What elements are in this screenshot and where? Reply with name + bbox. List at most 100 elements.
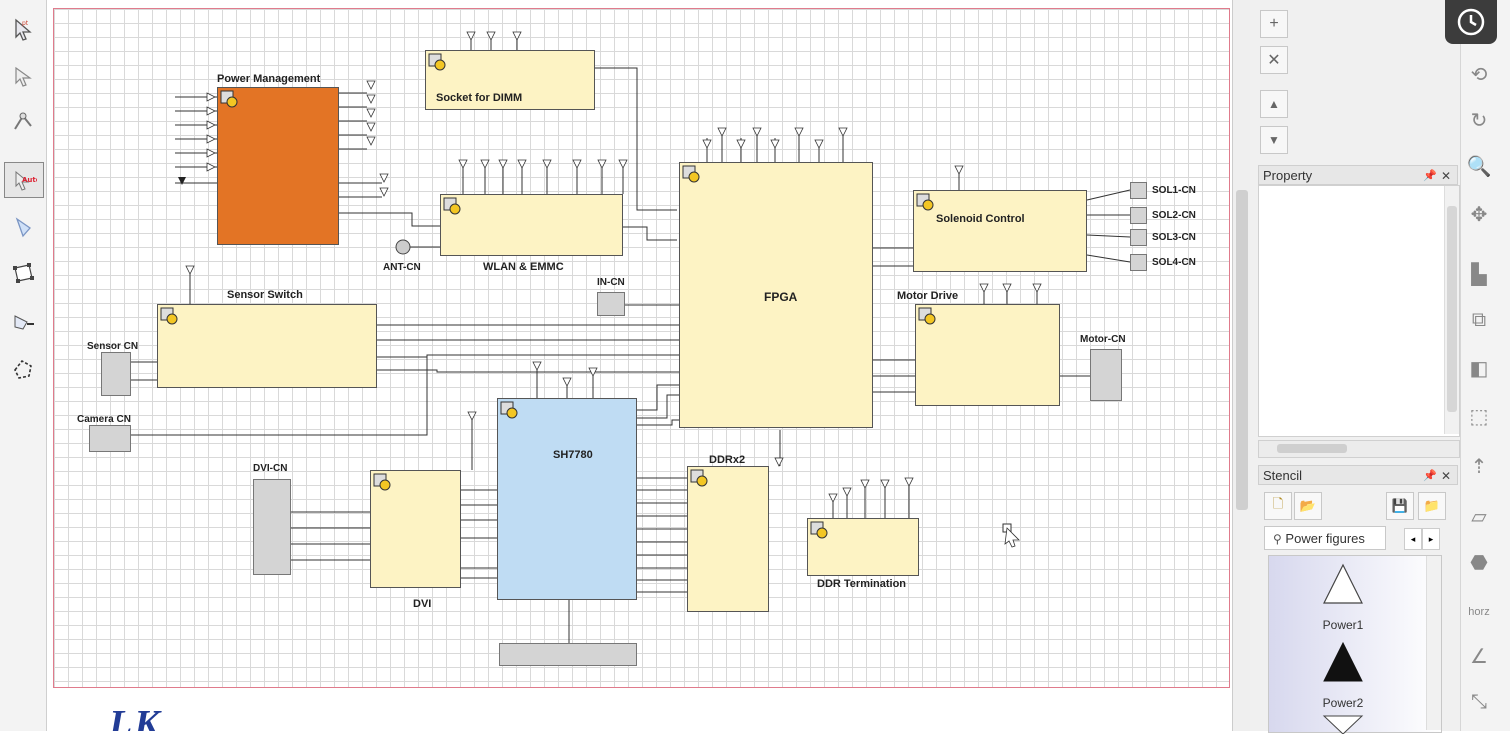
power1-label: Power1: [1322, 618, 1364, 632]
fpga-title: FPGA: [764, 290, 798, 304]
close-icon[interactable]: ✕: [1440, 169, 1451, 183]
ddrx2-block[interactable]: [687, 466, 769, 612]
motor-cn-connector[interactable]: [1090, 349, 1122, 401]
power2-figure-icon[interactable]: [1321, 640, 1365, 684]
sensor-cn-label: Sensor CN: [87, 341, 139, 352]
component-icon: [690, 469, 708, 487]
pin-icon[interactable]: 📌: [1423, 170, 1437, 182]
refresh-icon[interactable]: ↻: [1470, 109, 1488, 132]
scrollbar-thumb[interactable]: [1236, 190, 1248, 510]
pointer-tool-icon[interactable]: pt: [4, 12, 42, 46]
component-icon: [500, 401, 518, 419]
auto-tool-icon[interactable]: Auto: [4, 162, 44, 198]
fpga-block[interactable]: FPGA: [679, 162, 873, 428]
dvi-title: DVI: [413, 598, 432, 610]
stencil-tab[interactable]: ⚲ Power figures: [1264, 526, 1386, 550]
polygon-tool-icon[interactable]: [4, 256, 42, 290]
camera-cn-connector[interactable]: [89, 425, 131, 452]
property-horizontal-scrollbar[interactable]: [1258, 440, 1460, 458]
power-figures-icon: ⚲: [1273, 532, 1282, 546]
solenoid-control-title: Solenoid Control: [936, 213, 1025, 225]
3d-shape-icon[interactable]: ⬣: [1470, 551, 1488, 574]
move-icon[interactable]: ✥: [1470, 203, 1488, 226]
edit-icon[interactable]: ⬚: [1469, 405, 1489, 428]
sensor-switch-title: Sensor Switch: [227, 289, 303, 301]
sol3-cn-label: SOL3-CN: [1152, 232, 1196, 243]
rotate-shape-icon[interactable]: ⟲: [1470, 63, 1488, 86]
tab-right-arrow[interactable]: ▸: [1422, 528, 1440, 550]
stencil-tab-label: Power figures: [1285, 531, 1365, 546]
ddr-termination-block[interactable]: [807, 518, 919, 576]
sol1-cn-label: SOL1-CN: [1152, 185, 1196, 196]
canvas-vertical-scrollbar[interactable]: [1232, 0, 1251, 731]
right-toolbar: [1460, 0, 1510, 731]
delete-icon[interactable]: ✕: [1260, 46, 1288, 74]
zoom-icon[interactable]: 🔍: [1466, 155, 1492, 178]
angle-icon[interactable]: ∠: [1470, 645, 1488, 668]
wlan-emmc-title: WLAN & EMMC: [483, 261, 564, 273]
property-vertical-scrollbar[interactable]: [1444, 186, 1459, 434]
power-management-block[interactable]: [217, 87, 339, 245]
stencil-list[interactable]: Power1 Power2: [1268, 555, 1442, 734]
solenoid-control-block[interactable]: Solenoid Control: [913, 190, 1087, 272]
sol1-cn-connector[interactable]: [1130, 182, 1147, 199]
property-grid[interactable]: [1258, 185, 1460, 437]
motor-drive-block[interactable]: [915, 304, 1060, 406]
freeform-tool-icon[interactable]: [4, 352, 42, 386]
layout-icon[interactable]: ▙: [1471, 263, 1487, 286]
in-cn-label: IN-CN: [597, 277, 625, 288]
power3-figure-icon[interactable]: [1321, 714, 1365, 734]
sol3-cn-connector[interactable]: [1130, 229, 1147, 246]
bring-front-icon[interactable]: ⧉: [1471, 308, 1487, 331]
open-folder-icon[interactable]: 📂: [1294, 492, 1322, 520]
save-icon[interactable]: 💾: [1386, 492, 1414, 520]
dvi-cn-connector[interactable]: [253, 479, 291, 575]
distribute-icon[interactable]: ⇡: [1470, 455, 1488, 478]
move-down-icon[interactable]: ▼: [1260, 126, 1288, 154]
horizontal-icon[interactable]: horz: [1468, 606, 1490, 618]
wlan-emmc-block[interactable]: [440, 194, 623, 256]
stencil-panel-header: Stencil 📌 ✕: [1258, 465, 1458, 485]
scrollbar-thumb[interactable]: [1447, 206, 1457, 412]
component-icon: [918, 307, 936, 325]
motor-cn-label: Motor-CN: [1080, 334, 1126, 345]
sensor-switch-block[interactable]: [157, 304, 377, 388]
dimm-socket-block[interactable]: Socket for DIMM: [425, 50, 595, 110]
right-panel: + ✕ ▲ ▼ Property 📌 ✕ Stencil 📌 ✕ 🗋 📂 💾 📁…: [1250, 0, 1460, 734]
sol4-cn-label: SOL4-CN: [1152, 257, 1196, 268]
close-icon[interactable]: ✕: [1440, 469, 1451, 483]
save-folder-icon[interactable]: 📁: [1418, 492, 1446, 520]
pci-connector[interactable]: [499, 643, 637, 666]
power1-figure-icon[interactable]: [1321, 562, 1365, 606]
sol4-cn-connector[interactable]: [1130, 254, 1147, 271]
connector-style-icon[interactable]: ⤡: [1471, 690, 1487, 713]
diagram-canvas[interactable]: Power Management Socket for DIMM WLAN & …: [47, 0, 1232, 731]
property-panel-title: Property: [1263, 168, 1313, 183]
sh7780-block[interactable]: SH7780: [497, 398, 637, 600]
clock-icon[interactable]: [1445, 0, 1497, 44]
sol2-cn-connector[interactable]: [1130, 207, 1147, 224]
line-tool-icon[interactable]: [4, 306, 42, 340]
align-icon[interactable]: ▱: [1471, 505, 1487, 528]
shape-tool-icon[interactable]: [4, 210, 42, 244]
stencil-scrollbar[interactable]: [1426, 556, 1441, 730]
svg-text:pt: pt: [22, 20, 29, 27]
dvi-block[interactable]: [370, 470, 461, 588]
new-file-icon[interactable]: 🗋: [1264, 492, 1292, 520]
scrollbar-thumb[interactable]: [1277, 444, 1347, 453]
component-icon: [220, 90, 238, 108]
move-up-icon[interactable]: ▲: [1260, 90, 1288, 118]
in-cn-connector[interactable]: [597, 292, 625, 316]
component-icon: [810, 521, 828, 539]
dimm-socket-title: Socket for DIMM: [436, 92, 523, 104]
group-icon[interactable]: ◧: [1469, 357, 1489, 380]
pin-icon[interactable]: 📌: [1423, 470, 1437, 482]
add-icon[interactable]: +: [1260, 10, 1288, 38]
sensor-cn-connector[interactable]: [101, 352, 131, 396]
component-icon: [443, 197, 461, 215]
tab-left-arrow[interactable]: ◂: [1404, 528, 1422, 550]
connector-tool-icon[interactable]: [4, 104, 42, 138]
pan-tool-icon[interactable]: [4, 58, 42, 92]
sol2-cn-label: SOL2-CN: [1152, 210, 1196, 221]
component-icon: [373, 473, 391, 491]
